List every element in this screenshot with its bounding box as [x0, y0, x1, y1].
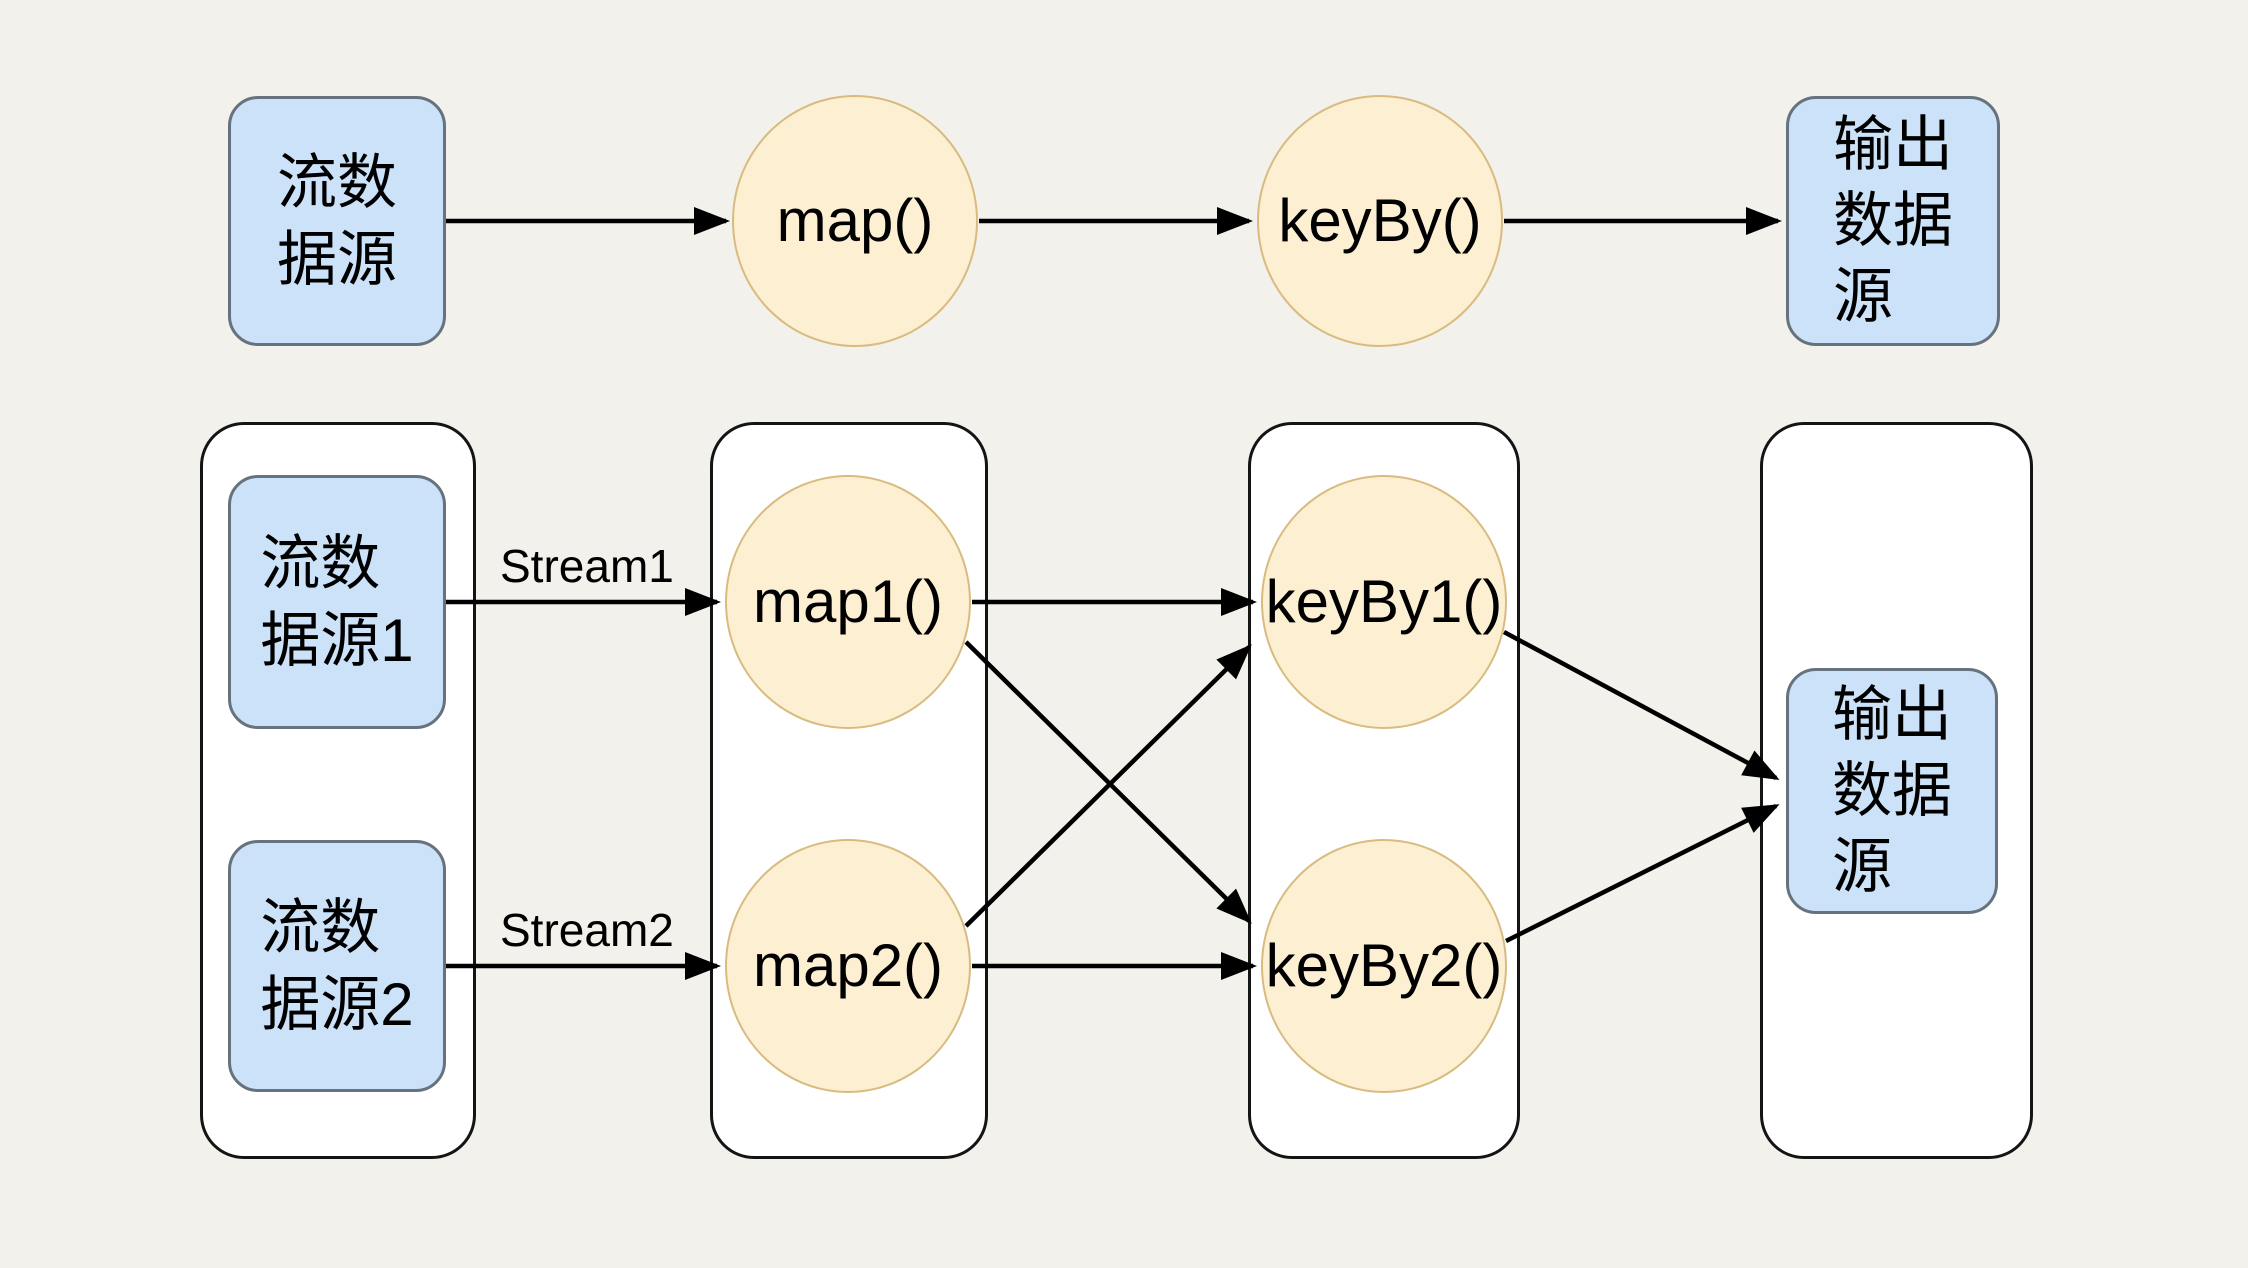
map-operator: map(): [732, 95, 978, 347]
map2-operator: map2(): [725, 839, 971, 1093]
stream-source1-box: 流数 据源1: [228, 475, 446, 729]
output-sink-label: 输出 数据 源: [1833, 111, 1953, 330]
keyby1-operator: keyBy1(): [1261, 475, 1507, 729]
keyby2-operator-label: keyBy2(): [1265, 932, 1503, 999]
edge-map2-to-keyby1: [964, 644, 1252, 928]
keyby-operator-label: keyBy(): [1278, 187, 1482, 254]
output-sink-box: 输出 数据 源: [1786, 96, 2000, 346]
map1-operator: map1(): [725, 475, 971, 729]
stream2-edge-label: Stream2: [500, 904, 674, 956]
stream-source1-label: 流数 据源1: [260, 530, 414, 674]
keyby2-operator: keyBy2(): [1261, 839, 1507, 1093]
map1-operator-label: map1(): [752, 568, 944, 635]
edge-map1-to-keyby2: [964, 640, 1252, 924]
edge-keyby2-to-sink: [1504, 803, 1780, 944]
stream-source-box: 流数 据源: [228, 96, 446, 346]
stream-source2-box: 流数 据源2: [228, 840, 446, 1092]
stream1-edge-label: Stream1: [500, 540, 674, 592]
output-sink-parallel-label: 输出 数据 源: [1832, 681, 1952, 900]
keyby1-operator-label: keyBy1(): [1265, 568, 1503, 635]
output-sink-parallel-box: 输出 数据 源: [1786, 668, 1998, 914]
edge-keyby1-to-sink: [1502, 630, 1780, 780]
stream-source2-label: 流数 据源2: [260, 894, 414, 1038]
map-operator-label: map(): [776, 187, 934, 254]
map2-operator-label: map2(): [752, 932, 944, 999]
stream-source-label: 流数 据源: [277, 149, 397, 293]
keyby-operator: keyBy(): [1257, 95, 1503, 347]
